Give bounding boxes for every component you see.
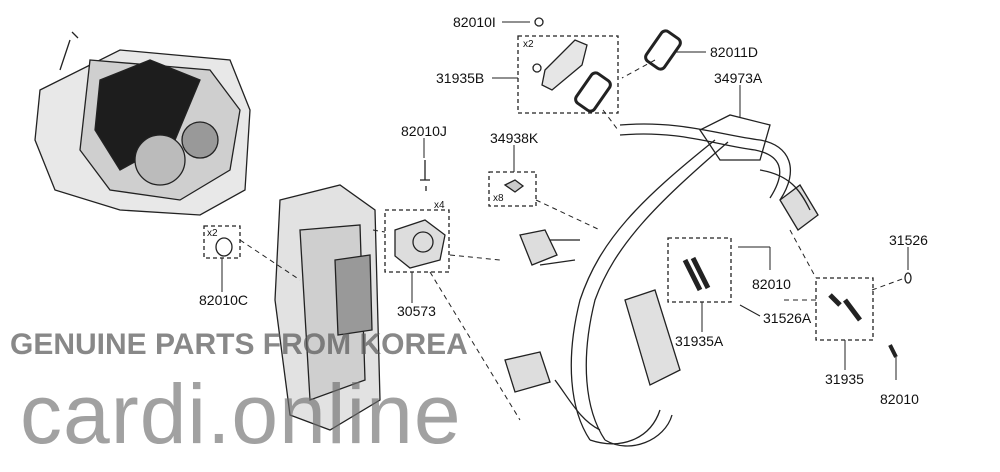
part-label-31526[interactable]: 31526 — [889, 232, 928, 248]
quantity-82010J: x4 — [434, 200, 445, 211]
quantity-31935B: x2 — [523, 39, 534, 50]
transmission-illustration — [34, 31, 251, 216]
part-label-82010-upper[interactable]: 82010 — [752, 276, 791, 292]
part-label-82011D[interactable]: 82011D — [710, 44, 759, 60]
part-label-34973A[interactable]: 34973A — [714, 70, 763, 86]
valve-body-illustration — [274, 184, 381, 431]
part-label-82010-lower[interactable]: 82010 — [880, 391, 919, 407]
part-label-82010C[interactable]: 82010C — [199, 292, 249, 308]
part-label-31935[interactable]: 31935 — [825, 371, 864, 387]
part-label-82010J[interactable]: 82010J — [401, 123, 447, 139]
quantity-82010C: x2 — [207, 228, 218, 239]
watermark-tagline: GENUINE PARTS FROM KOREA — [10, 328, 468, 361]
part-label-82010I[interactable]: 82010I — [453, 14, 496, 30]
watermark-brand: cardi.online — [20, 367, 462, 461]
part-label-30573[interactable]: 30573 — [397, 303, 436, 319]
part-label-31935A[interactable]: 31935A — [675, 333, 724, 349]
part-label-31526A[interactable]: 31526A — [763, 310, 812, 326]
part-label-31935B[interactable]: 31935B — [436, 70, 485, 86]
quantity-34938K: x8 — [493, 193, 504, 204]
wiring-harness-illustration — [504, 114, 819, 447]
part-label-34938K[interactable]: 34938K — [490, 130, 539, 146]
